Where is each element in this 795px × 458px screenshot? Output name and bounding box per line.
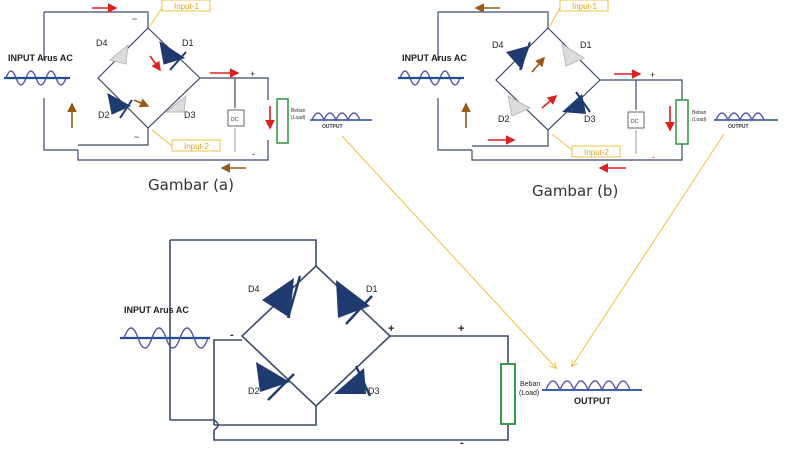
label-d2-b: D2 bbox=[498, 114, 510, 124]
connector-b-to-output bbox=[572, 133, 725, 366]
label-d3-a: D3 bbox=[184, 110, 196, 120]
dc-box-a bbox=[227, 109, 245, 127]
output-label-a: OUTPUT bbox=[322, 124, 343, 130]
tilde-top-a: ~ bbox=[132, 14, 137, 24]
diode-d2-a bbox=[107, 93, 132, 115]
minus-b: - bbox=[652, 152, 655, 162]
dc-box-b bbox=[627, 111, 645, 129]
label-d1-a: D1 bbox=[182, 38, 194, 48]
label-d4-b: D4 bbox=[492, 40, 504, 50]
load-resistor bbox=[500, 363, 516, 425]
tilde-bottom-a: ~ bbox=[134, 132, 139, 142]
label-d4: D4 bbox=[248, 284, 260, 294]
label-d1: D1 bbox=[366, 284, 378, 294]
circuit-a: INPUT Arus AC Input-1 Input-2 D4 D1 D2 D… bbox=[4, 0, 372, 194]
plus-right: + bbox=[388, 323, 394, 335]
input-label-main: INPUT Arus AC bbox=[124, 305, 189, 315]
output-label-b: OUTPUT bbox=[728, 124, 749, 130]
diode-d1-b bbox=[561, 42, 586, 67]
output-wave-main bbox=[545, 380, 631, 392]
input-1-tag-a: Input-1 bbox=[174, 2, 199, 11]
ac-sine-main bbox=[123, 327, 209, 349]
output-wave-b bbox=[715, 112, 765, 122]
input-1-tag-b: Input-1 bbox=[572, 2, 597, 11]
diode-d4 bbox=[262, 278, 294, 318]
plus-b: + bbox=[650, 70, 655, 80]
minus-left: - bbox=[230, 329, 234, 341]
beban-label-b: Beban bbox=[692, 110, 707, 116]
label-d4-a: D4 bbox=[96, 38, 108, 48]
load-label-b: (Load) bbox=[692, 117, 707, 123]
input-2-tag-a: Input-2 bbox=[184, 142, 209, 151]
caption-a: Gambar (a) bbox=[148, 176, 234, 194]
output-label: OUTPUT bbox=[574, 396, 612, 406]
circuit-main: INPUT Arus AC D4 D1 D2 D3 - + + - Beban … bbox=[120, 239, 642, 449]
bridge-diamond bbox=[240, 264, 392, 408]
beban-label: Beban bbox=[520, 381, 540, 388]
label-d3-b: D3 bbox=[584, 114, 596, 124]
connector-a-to-output bbox=[341, 135, 556, 368]
input-label-b: INPUT Arus AC bbox=[402, 53, 467, 63]
load-label: (Load) bbox=[519, 390, 539, 397]
diode-d3-b bbox=[562, 94, 586, 114]
plus-a: + bbox=[250, 69, 255, 79]
diode-d3-a bbox=[164, 94, 187, 113]
beban-label-a: Beban bbox=[291, 108, 306, 114]
plus-load: + bbox=[458, 323, 464, 335]
output-wave-a bbox=[311, 112, 361, 122]
minus-bottom: - bbox=[460, 437, 464, 449]
diode-d2 bbox=[256, 362, 290, 392]
diode-d1-a bbox=[159, 40, 186, 65]
circuit-b: INPUT Arus AC Input-1 Input-2 D4 D1 D2 D… bbox=[398, 0, 778, 200]
load-resistor-b bbox=[675, 99, 689, 145]
caption-b: Gambar (b) bbox=[532, 182, 618, 200]
load-label-a: (Load) bbox=[291, 115, 306, 121]
dc-label-a: DC bbox=[231, 117, 239, 123]
input-label-a: INPUT Arus AC bbox=[8, 53, 73, 63]
diode-d3 bbox=[334, 368, 366, 394]
input-2-tag-b: Input-2 bbox=[584, 148, 609, 157]
wire-top-a bbox=[44, 11, 149, 28]
diode-d2-b bbox=[507, 95, 532, 117]
label-d3: D3 bbox=[368, 386, 380, 396]
diode-d4-a bbox=[108, 43, 129, 65]
label-d1-b: D1 bbox=[580, 40, 592, 50]
minus-a: - bbox=[252, 149, 255, 159]
label-d2-a: D2 bbox=[98, 110, 110, 120]
load-resistor-a bbox=[276, 98, 289, 144]
dc-label-b: DC bbox=[631, 119, 639, 125]
label-d2: D2 bbox=[248, 386, 260, 396]
